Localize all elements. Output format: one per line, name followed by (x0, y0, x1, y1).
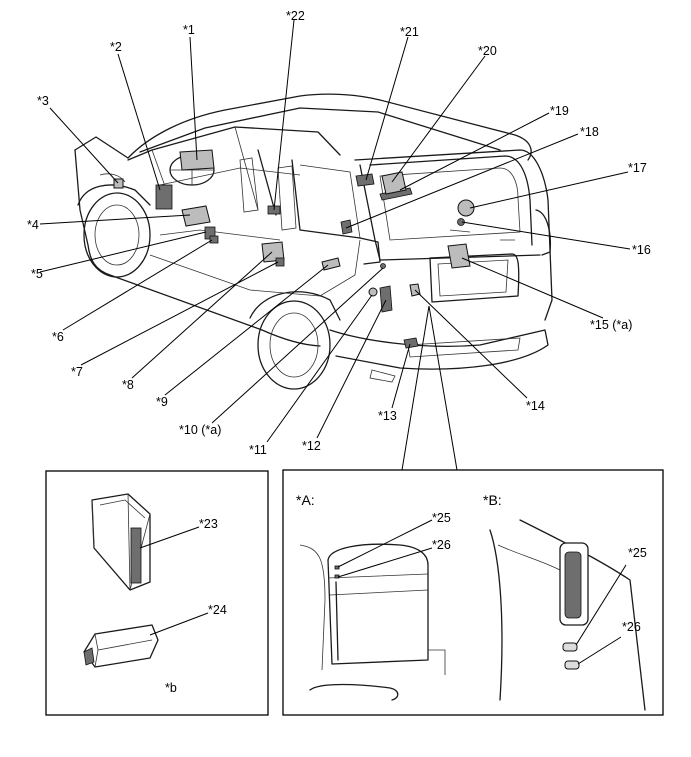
callout-19: *19 (550, 104, 569, 118)
callout-17: *17 (628, 161, 647, 175)
detail-a-callout-25: *25 (432, 511, 451, 525)
callout-3: *3 (37, 94, 49, 108)
component-18-connector (340, 219, 353, 235)
callout-15: *15 (*a) (590, 318, 632, 332)
callout-16: *16 (632, 243, 651, 257)
detail-b-title: *B: (483, 492, 502, 508)
callout-24: *24 (208, 603, 227, 617)
leader-lines (39, 19, 631, 471)
component-11-sensor (368, 287, 378, 297)
callout-14: *14 (526, 399, 545, 413)
detail-b-port-25 (562, 642, 578, 652)
callout-6: *6 (52, 330, 64, 344)
callout-23: *23 (199, 517, 218, 531)
component-13-connector (403, 337, 419, 349)
detail-b-callout-25: *25 (628, 546, 647, 560)
component-10-sensor (380, 263, 386, 269)
callout-9: *9 (156, 395, 168, 409)
module-24-box (83, 624, 159, 668)
callout-5: *5 (31, 267, 43, 281)
panel-b-frame (45, 470, 269, 716)
panel-b-modules: *23 *24 *b (45, 470, 269, 716)
callout-12: *12 (302, 439, 321, 453)
detail-a-callout-26: *26 (432, 538, 451, 552)
component-2-ecu (155, 184, 173, 210)
component-7-connector (275, 257, 285, 267)
component-17-motor (457, 199, 475, 217)
callout-8: *8 (122, 378, 134, 392)
detail-frame (282, 469, 664, 716)
callout-22: *22 (286, 9, 305, 23)
callout-21: *21 (400, 25, 419, 39)
detail-a: *A: *25 *26 (296, 492, 451, 701)
callout-10: *10 (*a) (179, 423, 221, 437)
callout-2: *2 (110, 40, 122, 54)
detail-b-callout-26: *26 (622, 620, 641, 634)
detail-a-title: *A: (296, 492, 315, 508)
callout-20: *20 (478, 44, 497, 58)
panel-b-note: *b (165, 681, 177, 695)
callout-7: *7 (71, 365, 83, 379)
component-15-actuator (447, 243, 471, 269)
callout-labels: *1 *2 *3 *4 *5 *6 *7 *8 *9 *10 (*a) *11 … (27, 9, 651, 457)
detail-b-port-26 (564, 660, 580, 670)
vehicle-illustration (74, 93, 553, 390)
callout-11: *11 (249, 443, 267, 457)
component-6-connector (209, 235, 219, 244)
component-9-antenna (321, 257, 341, 271)
component-3-marker (113, 178, 124, 189)
component-21-connector (355, 173, 375, 187)
module-23-ecu (91, 493, 151, 591)
component-4-connector (181, 205, 211, 227)
component-20-module (381, 171, 407, 195)
callout-1: *1 (183, 23, 195, 37)
detail-b: *B: *25 *26 (483, 492, 647, 711)
callout-18: *18 (580, 125, 599, 139)
callout-4: *4 (27, 218, 39, 232)
callout-13: *13 (378, 409, 397, 423)
